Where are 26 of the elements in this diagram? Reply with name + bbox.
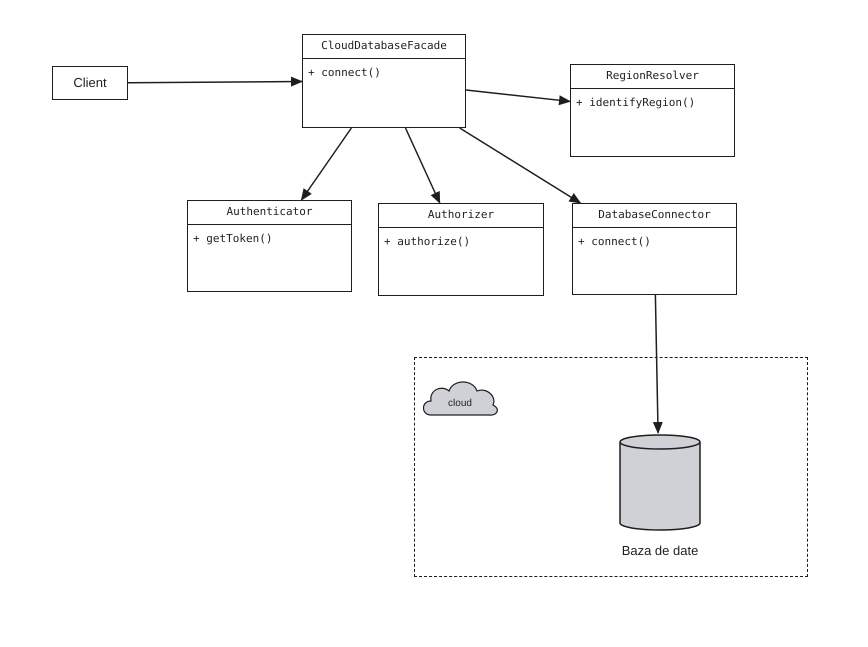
class-box [302,34,466,128]
box-label: Client [73,74,107,92]
arrow [404,128,440,204]
class-name: DatabaseConnector [573,204,736,228]
method-text: + authorize() [383,234,472,250]
class-name: RegionResolver [571,65,734,88]
class-box [572,203,737,295]
arrow [652,294,663,434]
actor-box [52,66,128,100]
method-text: + connect() [307,64,382,80]
arrow [466,89,571,106]
database-label: Baza de date [620,542,700,560]
class-name: CloudDatabaseFacade [303,35,465,58]
class-box [378,203,544,296]
class-name: Authorizer [379,204,543,228]
method-text: + getToken() [192,230,274,246]
class-box [570,64,735,157]
arrow [128,76,303,87]
class-name: Authenticator [188,201,351,224]
class-box [187,200,352,292]
cloud-label: cloud [447,397,473,411]
method-text: + connect() [577,234,652,250]
arrow [459,127,582,204]
method-text: + identifyRegion() [575,94,696,110]
arrow [300,128,352,201]
dashed-region [414,357,808,577]
